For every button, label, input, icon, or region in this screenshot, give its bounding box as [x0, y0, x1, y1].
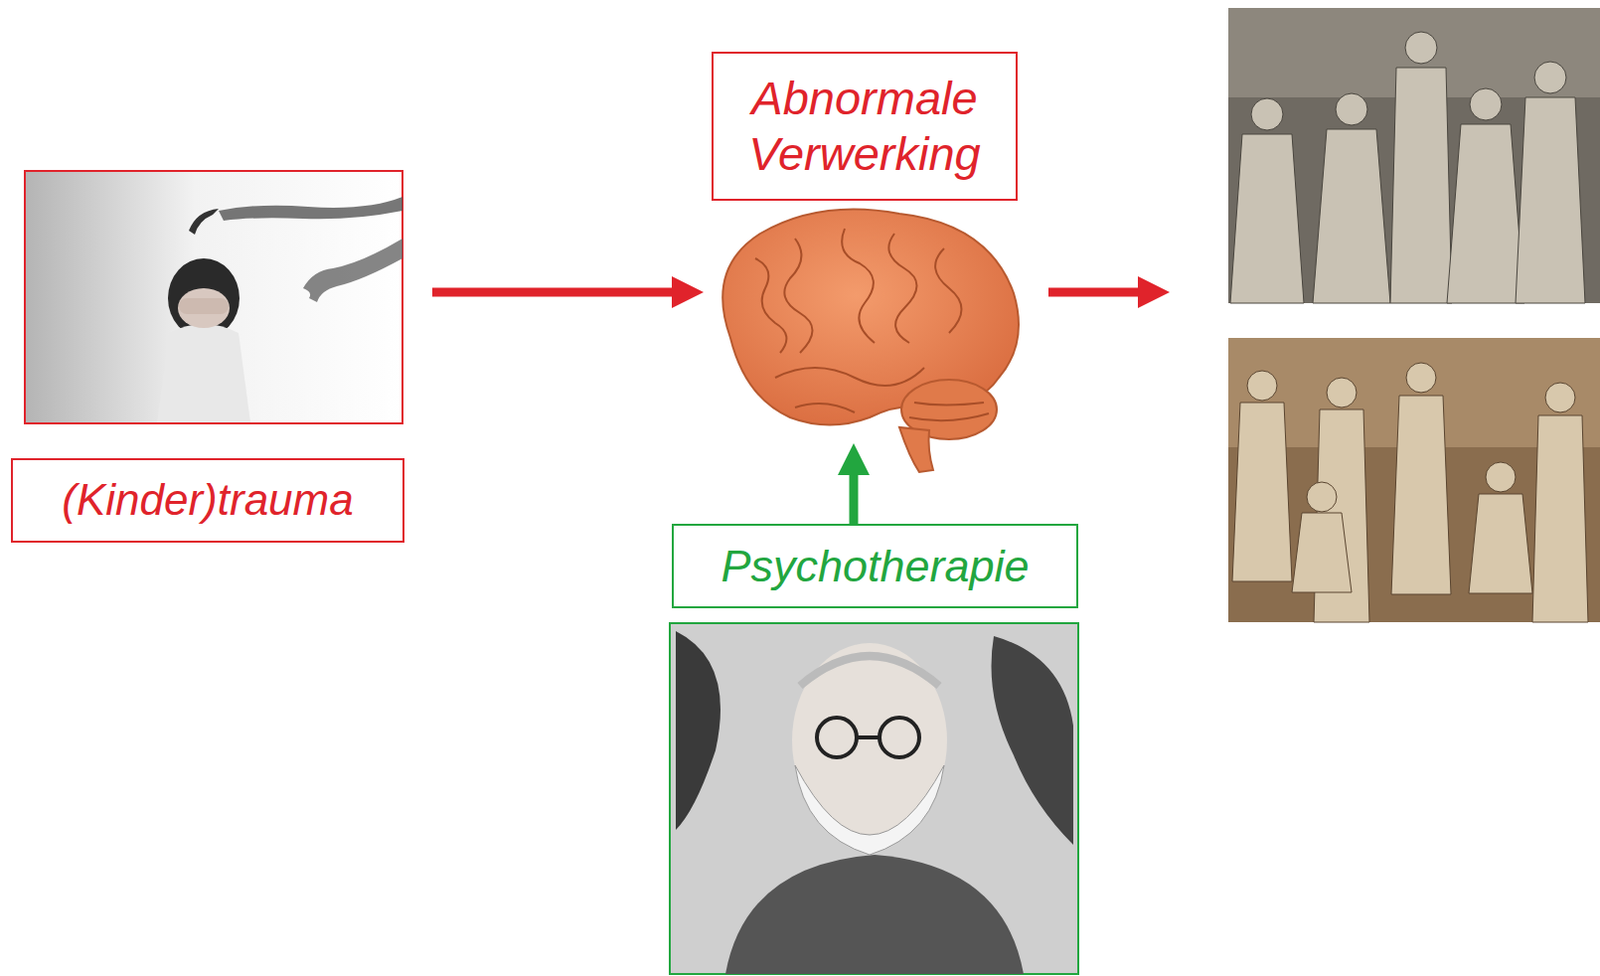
patients-photo	[1228, 7, 1600, 304]
trauma-node: (Kinder)trauma	[10, 170, 433, 543]
arrow-connector	[837, 443, 870, 524]
brain-picture	[722, 209, 1019, 474]
node-label: (Kinder)trauma	[10, 458, 405, 543]
arrow-connector	[432, 276, 704, 309]
patients-photo	[1228, 337, 1600, 623]
portrait-picture	[669, 623, 1079, 974]
output-arrow	[1048, 276, 1170, 309]
therapy-node: Psychotherapie	[671, 523, 1079, 609]
node-label: Psychotherapie	[671, 523, 1079, 609]
processing-node: Abnormale Verwerking	[703, 51, 1032, 444]
trauma-picture	[24, 170, 403, 424]
node-label: Abnormale Verwerking	[711, 51, 1018, 201]
